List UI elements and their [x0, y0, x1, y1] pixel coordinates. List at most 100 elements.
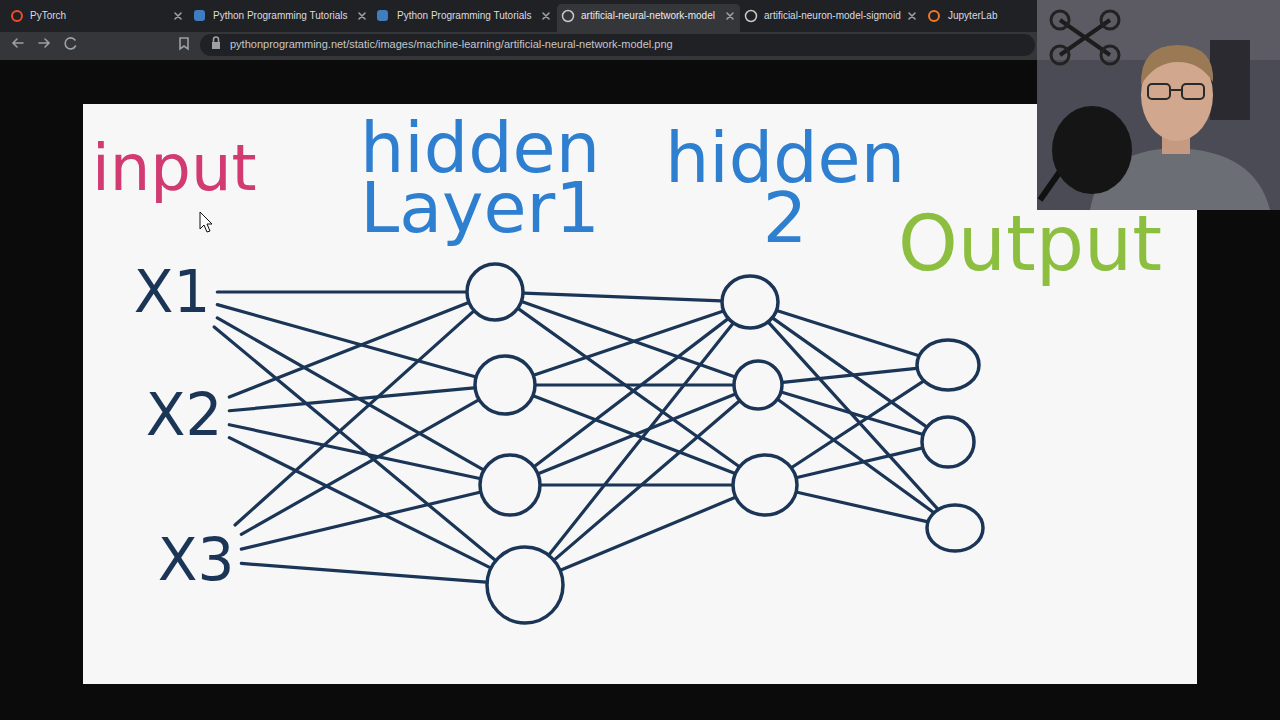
favicon — [377, 10, 388, 21]
webcam-frame — [1037, 0, 1280, 210]
webcam-overlay — [1037, 0, 1280, 210]
neuron-circle — [920, 415, 976, 469]
active-tab — [557, 4, 740, 32]
favicons — [12, 10, 939, 22]
connection-line — [778, 400, 933, 512]
webcam-drone — [1101, 11, 1119, 29]
close-icon — [359, 13, 365, 19]
neuron-outline — [485, 545, 565, 625]
neuron-circle — [465, 262, 525, 322]
connection-line — [217, 290, 466, 293]
webcam-person-glasses — [1148, 84, 1204, 99]
connection-line — [217, 318, 483, 470]
connection-line — [797, 448, 922, 477]
neuron-circle — [485, 545, 565, 625]
neuron-circle — [478, 453, 542, 517]
layer-heading: hidden 2 — [660, 128, 910, 248]
input-label: X1 — [134, 260, 211, 324]
connection-line — [777, 311, 918, 356]
reload-icon — [65, 38, 75, 49]
neuron-outline — [720, 274, 780, 330]
tab-title: Python Programming Tutorials — [397, 10, 532, 22]
neuron-circle — [731, 453, 799, 517]
connection-line — [229, 438, 490, 568]
neuron-circle — [473, 354, 537, 416]
neuron-outline — [465, 262, 525, 322]
address-field — [200, 34, 1035, 56]
connection-line — [549, 324, 732, 555]
neuron-outline — [731, 453, 799, 517]
favicon — [929, 11, 939, 21]
bookmark-icon — [180, 38, 188, 49]
neuron-outline — [925, 503, 985, 553]
webcam-poster — [1210, 40, 1250, 120]
neuron-outline — [722, 276, 778, 328]
tab-title: artificial-neural-network-model — [581, 10, 715, 22]
url-text: pythonprogramming.net/static/images/mach… — [230, 37, 673, 51]
webcam-drone — [1051, 11, 1069, 29]
neuron-circle — [915, 338, 981, 392]
neuron-outline — [487, 547, 563, 623]
favicon — [563, 11, 574, 22]
layer-heading: input — [92, 128, 257, 208]
connection-line — [561, 498, 735, 570]
connection-line — [214, 327, 495, 560]
connection-line — [241, 400, 478, 534]
favicon — [194, 10, 205, 21]
neuron-outline — [478, 453, 542, 517]
connection-line — [539, 394, 735, 473]
connection-line — [783, 368, 916, 382]
favicon — [746, 11, 757, 22]
layer-heading: Output — [898, 202, 1162, 286]
lock-icon — [212, 42, 220, 49]
input-symbol: X3 — [154, 528, 239, 592]
close-icon — [543, 13, 549, 19]
neuron-circle — [732, 359, 784, 411]
lock-icon — [214, 37, 219, 42]
tab-title: JupyterLab — [948, 10, 997, 22]
neuron-outline — [927, 505, 983, 551]
connection-line — [524, 293, 721, 301]
layer-heading: hidden Layer1 — [335, 118, 625, 238]
neuron-outline — [732, 359, 784, 411]
input-label: X3 — [158, 528, 235, 592]
connection-line — [541, 483, 732, 486]
neuron-outline — [922, 417, 974, 467]
glasses-lens — [1148, 84, 1170, 99]
connection-line — [235, 311, 473, 525]
webcam-person-hair — [1141, 45, 1213, 85]
input-label: X2 — [146, 383, 223, 447]
webcam-drone — [1101, 46, 1119, 64]
connection-line — [519, 309, 739, 466]
mouse-cursor — [200, 212, 212, 232]
tab-title: artificial-neuron-model-sigmoid — [764, 10, 901, 22]
neuron-outline — [915, 338, 981, 392]
tab-title: PyTorch — [30, 10, 66, 22]
neuron-outline — [480, 455, 540, 515]
glasses-bridge — [1170, 89, 1182, 91]
webcam-microphone — [1052, 106, 1132, 194]
close-icon — [175, 13, 181, 19]
tab-title: Python Programming Tutorials — [213, 10, 348, 22]
connection-line — [797, 492, 927, 521]
back-icon — [13, 39, 23, 47]
connection-line — [535, 319, 728, 466]
whiteboard-image — [83, 104, 1197, 684]
connection-line — [536, 383, 733, 386]
connection-line — [229, 388, 474, 411]
neuron-outline — [917, 340, 979, 390]
favicon — [12, 11, 22, 21]
webcam-drone — [1051, 46, 1069, 64]
connection-line — [241, 492, 480, 549]
input-symbol: X2 — [142, 383, 227, 447]
neuron-outline — [920, 415, 976, 469]
connection-line — [769, 323, 938, 509]
forward-icon — [39, 39, 49, 47]
connection-line — [241, 563, 486, 582]
connection-line — [792, 381, 923, 467]
neuron-circle — [925, 503, 985, 553]
